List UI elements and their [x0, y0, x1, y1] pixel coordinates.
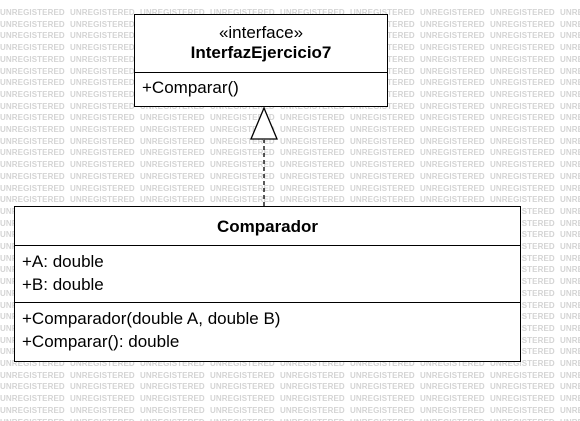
class-operation: +Comparar(): double	[22, 332, 180, 351]
interface-name: InterfazEjercicio7	[190, 43, 332, 62]
interface-operation: +Comparar()	[142, 78, 239, 97]
class-attribute: +B: double	[22, 275, 104, 294]
class-header: Comparador	[15, 207, 520, 246]
realization-arrowhead	[250, 106, 278, 140]
class-box[interactable]: Comparador +A: double +B: double +Compar…	[14, 206, 521, 362]
interface-box[interactable]: «interface» InterfazEjercicio7 +Comparar…	[134, 14, 388, 107]
class-operations: +Comparador(double A, double B) +Compara…	[15, 303, 520, 353]
class-operation: +Comparador(double A, double B)	[22, 309, 281, 328]
interface-operations: +Comparar()	[135, 73, 387, 99]
class-name: Comparador	[216, 217, 319, 236]
interface-stereotype: «interface»	[218, 23, 304, 42]
class-attribute: +A: double	[22, 252, 104, 271]
interface-header: «interface» InterfazEjercicio7	[135, 15, 387, 73]
class-attributes: +A: double +B: double	[15, 246, 520, 303]
